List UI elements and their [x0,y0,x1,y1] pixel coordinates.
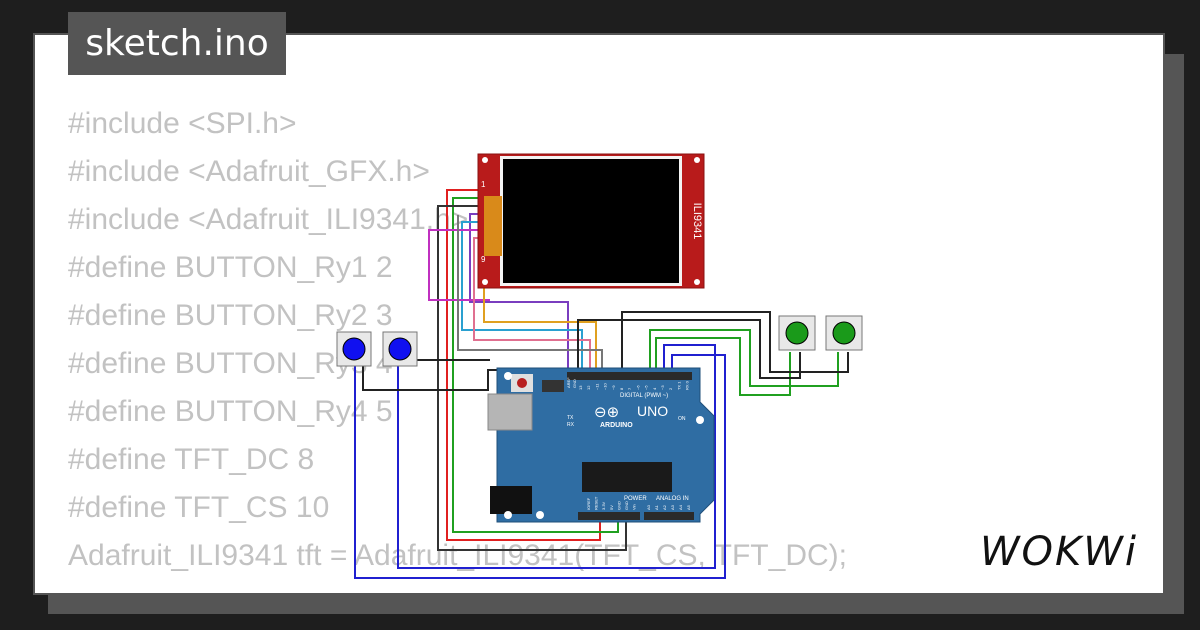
gnd-pin-label: GND [572,379,577,388]
digital-pin-label: TX 1 [676,381,681,390]
wire [473,237,591,380]
power-pin-label: 3.3V [601,501,606,510]
wire [469,213,569,380]
power-pin-label: Vin [632,504,637,510]
code-line: #define TFT_DC 8 [68,443,315,476]
arduino-uno-board[interactable]: ⊖⊕ ARDUINO UNO DIGITAL (PWM ~) POWER ANA… [487,367,715,523]
button-cap [785,321,809,345]
code-line: #define BUTTON_Ry1 2 [68,251,393,284]
digital-pin-label: ~9 [611,385,616,390]
wire [437,205,627,551]
push-button-blue-2[interactable] [382,331,418,367]
wire [457,215,603,380]
tx-led-label: TX [567,415,574,421]
push-button-green-2[interactable] [825,315,863,351]
wire [452,197,619,533]
reset-button-knob [517,378,527,388]
tft-pin-header [484,196,502,256]
wokwi-logo[interactable]: WOKWi [978,525,1148,575]
push-button-blue-1[interactable] [336,331,372,367]
file-name-tab[interactable]: sketch.ino [68,12,286,75]
aref-pin-label: AREF [566,377,571,388]
digital-pin-label: 8 [619,387,624,390]
icsp-header [542,380,564,392]
digital-pin-label: RX 0 [685,380,690,390]
uno-model-label: UNO [637,403,668,419]
wire [649,329,839,387]
wire [577,319,801,380]
power-pin-label: GND [616,501,621,510]
wire [428,229,490,301]
uno-infinity-icon: ⊖⊕ [594,403,619,421]
tft-pin-first-label: 1 [481,180,486,189]
atmega-chip [582,462,672,492]
code-line: #include <SPI.h> [68,107,297,140]
code-line: #include <Adafruit_ILI9341.h> [68,203,469,236]
digital-pin-label: ~3 [660,385,665,390]
digital-pin-label: ~10 [603,382,608,390]
code-line: #include <Adafruit_GFX.h> [68,155,430,188]
arduino-brand-label: ARDUINO [600,422,633,429]
power-pin-label: GND [624,501,629,510]
analog-pin-label: A3 [670,504,675,510]
usb-port [487,393,533,431]
power-label: POWER [624,496,647,502]
analog-header [644,512,694,520]
tft-display[interactable]: ILI9341 1 9 [477,153,705,289]
wires [354,189,849,579]
analog-pin-label: A2 [662,504,667,510]
code-line: Adafruit_ILI9341 tft = Adafruit_ILI9341(… [68,539,847,572]
wire [621,311,849,380]
analog-in-label: ANALOG IN [656,496,689,502]
wire [446,189,601,541]
power-pin-label: RESET [594,496,599,510]
push-button-green-1[interactable] [778,315,816,351]
digital-pin-label: ~6 [635,385,640,390]
power-header [578,512,640,520]
button-cap [342,337,366,361]
tft-label: ILI9341 [691,203,703,240]
code-line: #define BUTTON_Ry4 5 [68,395,393,428]
digital-pin-label: 12 [586,385,591,390]
digital-pin-label: ~11 [594,383,599,390]
analog-pin-label: A1 [654,504,659,510]
wire [655,337,791,396]
digital-pin-label: 2 [668,387,673,390]
power-pin-label: 5V [609,505,614,510]
wire [407,359,490,364]
digital-pin-label: 7 [627,387,632,390]
digital-pin-label: ~5 [644,385,649,390]
analog-pin-label: A0 [646,504,651,510]
button-cap [388,337,412,361]
digital-pin-label: 4 [652,387,657,390]
rx-led-label: RX [567,422,575,428]
on-led-label: ON [678,416,686,422]
wire [461,221,583,380]
digital-pwm-label: DIGITAL (PWM ~) [620,393,668,399]
digital-header [567,372,692,380]
power-jack [490,486,532,514]
analog-pin-label: A4 [678,504,683,510]
tft-screen [503,159,679,283]
code-preview: #include <SPI.h> #include <Adafruit_GFX.… [68,100,847,580]
wire [397,344,716,569]
power-pin-label: IOREF [586,497,591,510]
tft-pin-last-label: 9 [481,255,486,264]
digital-pin-label: 13 [578,385,583,390]
button-cap [832,321,856,345]
code-line: #define BUTTON_Ry2 3 [68,299,393,332]
wire [354,354,726,579]
wokwi-logo-text: WOKWi [980,529,1138,575]
analog-pin-label: A5 [686,504,691,510]
code-line: #define TFT_CS 10 [68,491,330,524]
